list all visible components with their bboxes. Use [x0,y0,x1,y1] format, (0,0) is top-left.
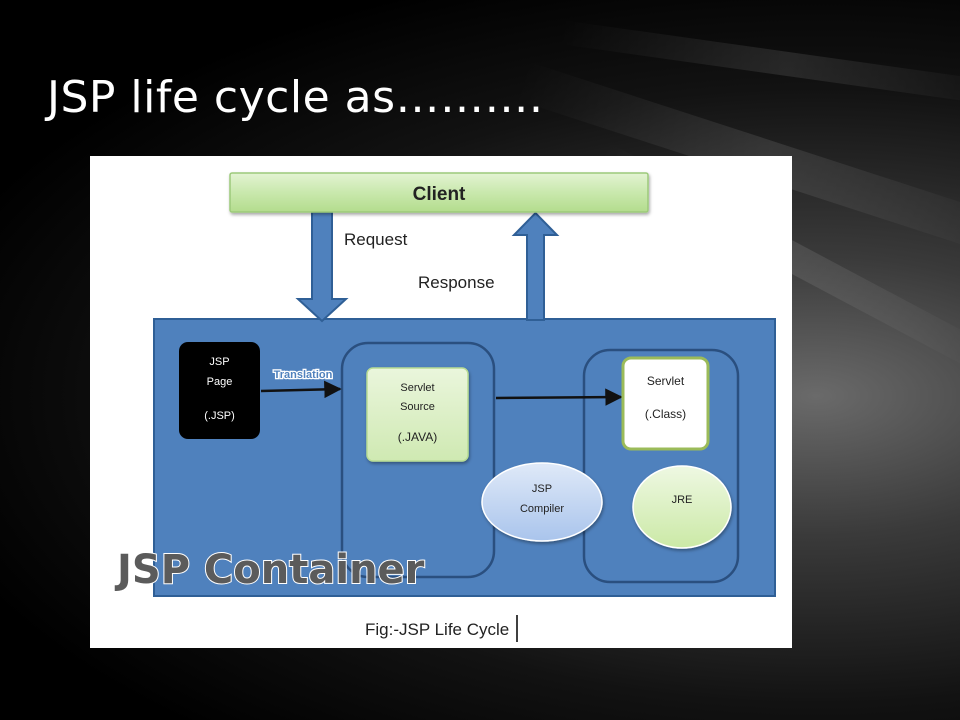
jre-label: JRE [672,494,693,506]
jsp-compiler-bubble [481,462,603,542]
translation-arrow [260,380,342,399]
request-arrow [295,211,349,323]
response-arrow [511,211,560,321]
translation-label: Translation [274,369,333,381]
jre-bubble [632,465,732,549]
request-label: Request [344,230,408,249]
servlet-source-box [366,367,469,462]
compile-arrow [495,388,623,406]
response-label: Response [418,273,495,292]
jsp-container-label: JSP Container [114,547,425,593]
figure: Client Request Response JSP Page (.JSP) … [90,156,792,648]
servlet-source-label-1: Servlet [400,382,434,394]
jsp-page-label-2: Page [207,376,233,388]
jsp-life-cycle-diagram: Client Request Response JSP Page (.JSP) … [113,172,776,642]
runtime-group-outline [582,348,740,584]
client-box [229,172,649,213]
jsp-page-label-3: (.JSP) [204,410,235,422]
slide-title: JSP life cycle as………. [47,72,544,123]
servlet-class-box [621,356,710,451]
figure-caption: Fig:-JSP Life Cycle [365,620,509,639]
client-label: Client [413,184,466,205]
jsp-page-label-1: JSP [209,356,229,368]
translation-group-outline [340,341,496,579]
jsp-page-box [179,342,260,439]
servlet-source-label-2: Source [400,401,435,413]
servlet-class-label-1: Servlet [647,374,685,388]
jsp-compiler-label-2: Compiler [520,503,564,515]
jsp-compiler-label-1: JSP [532,483,552,495]
servlet-source-label-3: (.JAVA) [398,430,438,444]
servlet-class-label-2: (.Class) [645,407,686,421]
